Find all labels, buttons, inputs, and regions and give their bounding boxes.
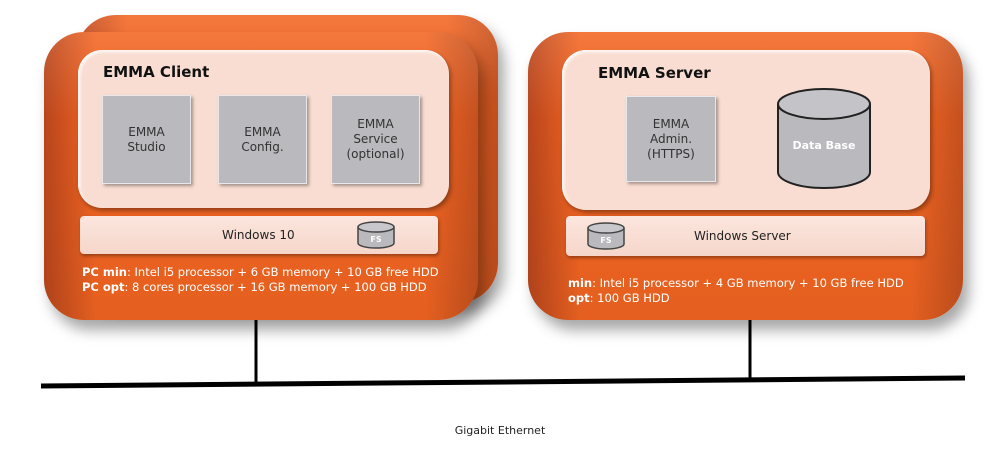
client-spec-min-value: : Intel i5 processor + 6 GB memory + 10 … (126, 265, 439, 279)
module-emma-admin: EMMA Admin. (HTTPS) (626, 96, 716, 182)
fs-drive-icon: FS (357, 221, 395, 249)
server-os-bar: FS Windows Server (566, 216, 925, 256)
client-card: EMMA Client EMMA Studio EMMA Config. EMM… (44, 32, 478, 320)
database-icon: Data Base (777, 88, 871, 189)
client-spec-opt-value: : 8 cores processor + 16 GB memory + 100… (124, 280, 427, 294)
client-os-bar: Windows 10 FS (80, 216, 438, 254)
module-emma-config: EMMA Config. (218, 95, 307, 184)
server-apps-panel: EMMA Server EMMA Admin. (HTTPS) Data Bas… (562, 50, 930, 210)
server-spec-opt-key: opt (568, 291, 590, 305)
client-spec-min: PC min: Intel i5 processor + 6 GB memory… (82, 265, 439, 279)
network-label: Gigabit Ethernet (454, 424, 546, 437)
fs-drive-icon: FS (587, 222, 625, 250)
client-os-label: Windows 10 (222, 228, 295, 242)
server-spec-opt: opt: 100 GB HDD (568, 291, 670, 305)
client-title: EMMA Client (103, 63, 210, 81)
database-label: Data Base (793, 139, 856, 152)
fs-drive-label: FS (600, 236, 611, 245)
server-card: EMMA Server EMMA Admin. (HTTPS) Data Bas… (528, 32, 963, 320)
server-spec-min-key: min (568, 276, 593, 290)
fs-drive-label: FS (370, 235, 381, 244)
server-title: EMMA Server (598, 64, 711, 82)
ethernet-bus-line (40, 375, 966, 389)
server-spec-min: min: Intel i5 processor + 4 GB memory + … (568, 276, 904, 290)
server-spec-opt-value: : 100 GB HDD (589, 291, 670, 305)
server-spec-min-value: : Intel i5 processor + 4 GB memory + 10 … (592, 276, 904, 290)
server-os-label: Windows Server (694, 229, 791, 243)
client-spec-min-key: PC min (82, 265, 127, 279)
module-emma-studio: EMMA Studio (102, 95, 191, 184)
client-spec-opt: PC opt: 8 cores processor + 16 GB memory… (82, 280, 427, 294)
module-emma-service: EMMA Service (optional) (331, 95, 420, 184)
client-apps-panel: EMMA Client EMMA Studio EMMA Config. EMM… (78, 50, 449, 208)
client-spec-opt-key: PC opt (82, 280, 125, 294)
